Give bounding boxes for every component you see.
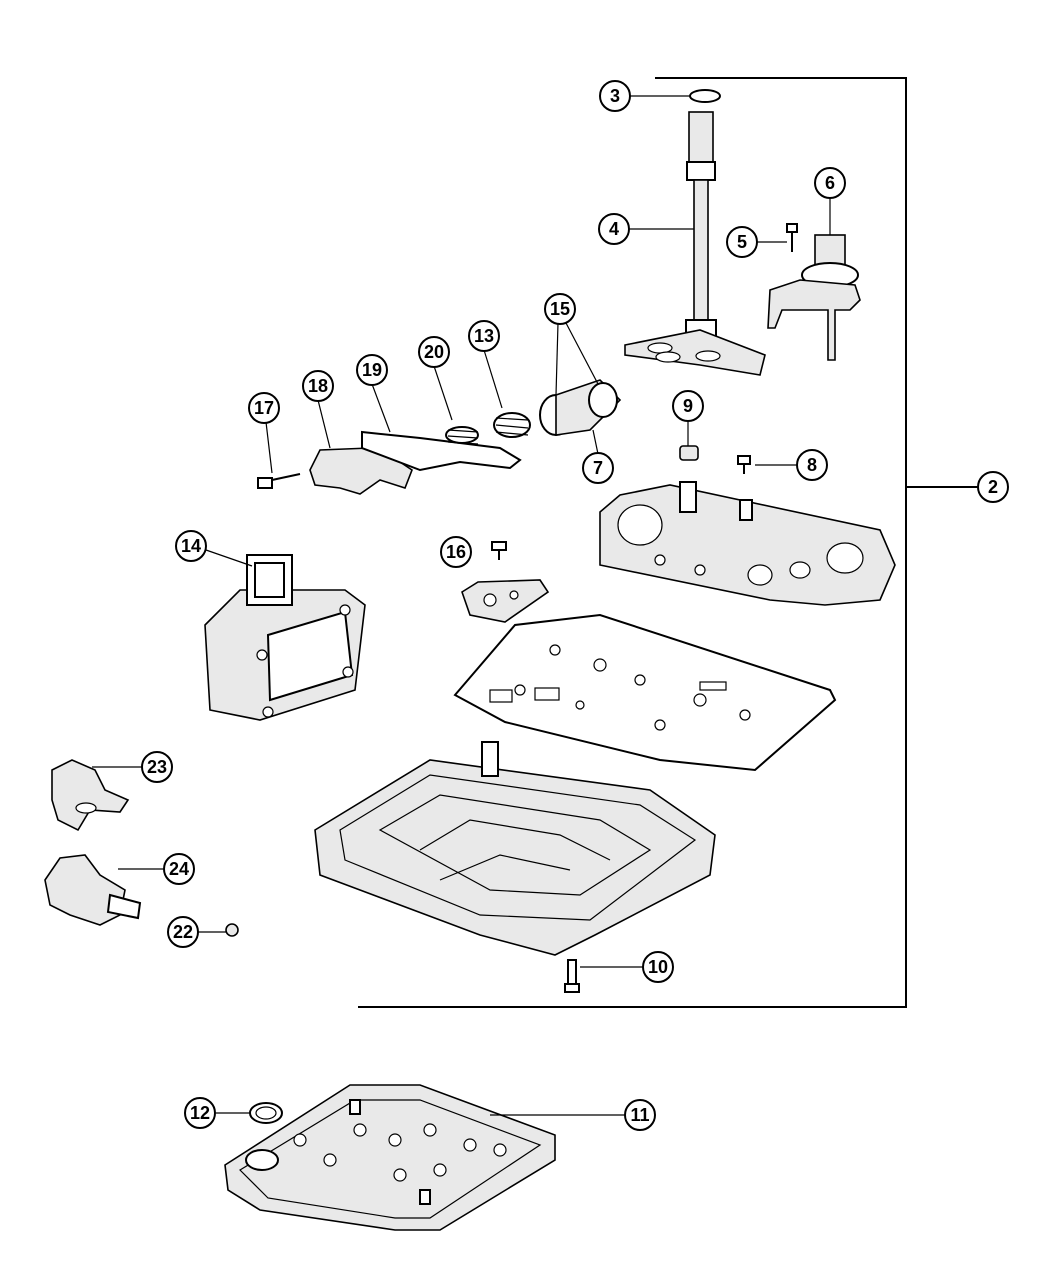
- callout-12-label: 12: [190, 1103, 210, 1123]
- callout-2-label: 2: [988, 477, 998, 497]
- part-8-screw: [737, 455, 798, 474]
- part-15-sleeve: [539, 322, 622, 455]
- part-13-spring: [483, 349, 531, 438]
- callout-23: 23: [141, 751, 173, 783]
- callout-8-label: 8: [807, 455, 817, 475]
- callout-22: 22: [167, 916, 199, 948]
- callout-14: 14: [175, 530, 207, 562]
- part-18-bracket: [309, 399, 413, 495]
- callout-7-label: 7: [593, 458, 603, 478]
- callout-3-label: 3: [610, 86, 620, 106]
- callout-5: 5: [726, 226, 758, 258]
- callout-19: 19: [356, 354, 388, 386]
- callout-3: 3: [599, 80, 631, 112]
- part-12-o-ring: [216, 1102, 283, 1124]
- callout-9: 9: [672, 390, 704, 422]
- separator-plate: [453, 613, 837, 772]
- callout-15-label: 15: [550, 299, 570, 319]
- callout-9-label: 9: [683, 396, 693, 416]
- callout-6-label: 6: [825, 173, 835, 193]
- part-24-solenoid: [44, 854, 164, 926]
- callout-16-label: 16: [446, 542, 466, 562]
- part-11-filter: [224, 1084, 625, 1231]
- callout-15: 15: [544, 293, 576, 325]
- callout-20-label: 20: [424, 342, 444, 362]
- part-10-bolt: [564, 959, 643, 993]
- callout-5-label: 5: [737, 232, 747, 252]
- callout-2: 2: [977, 471, 1009, 503]
- callout-6: 6: [814, 167, 846, 199]
- part-23-sensor: [51, 759, 142, 832]
- callout-18: 18: [302, 370, 334, 402]
- callout-4: 4: [598, 213, 630, 245]
- assembly-bracket: [358, 77, 978, 1008]
- callout-17-label: 17: [254, 398, 274, 418]
- callout-16: 16: [440, 536, 472, 568]
- callout-13: 13: [468, 320, 500, 352]
- callout-18-label: 18: [308, 376, 328, 396]
- part-20-spring: [433, 365, 479, 445]
- part-22-ball: [198, 923, 239, 937]
- callout-14-label: 14: [181, 536, 201, 556]
- part-5-screw: [757, 223, 798, 252]
- callout-10: 10: [642, 951, 674, 983]
- part-9-plug: [679, 420, 699, 461]
- callout-24-label: 24: [169, 859, 189, 879]
- callout-11-label: 11: [630, 1105, 649, 1125]
- callout-24: 24: [163, 853, 195, 885]
- callout-20: 20: [418, 336, 450, 368]
- part-19-lever: [361, 383, 522, 472]
- callout-19-label: 19: [362, 360, 382, 380]
- callout-12: 12: [184, 1097, 216, 1129]
- part-16-screw: [491, 541, 507, 560]
- part-17-bolt: [257, 421, 301, 489]
- callout-13-label: 13: [474, 326, 494, 346]
- part-6-sensor: [767, 197, 861, 361]
- callout-11: 11: [624, 1099, 656, 1131]
- small-retainer-plate: [461, 579, 550, 623]
- part-3-cap: [630, 89, 721, 103]
- callout-17: 17: [248, 392, 280, 424]
- callout-7: 7: [582, 452, 614, 484]
- callout-4-label: 4: [609, 219, 619, 239]
- lower-valve-body: [314, 741, 716, 956]
- callout-23-label: 23: [147, 757, 167, 777]
- callout-22-label: 22: [173, 922, 193, 942]
- upper-valve-body: [599, 481, 896, 606]
- callout-10-label: 10: [648, 957, 668, 977]
- callout-8: 8: [796, 449, 828, 481]
- part-4-rod-assembly: [624, 111, 766, 376]
- part-14-solenoid-pack: [204, 549, 366, 721]
